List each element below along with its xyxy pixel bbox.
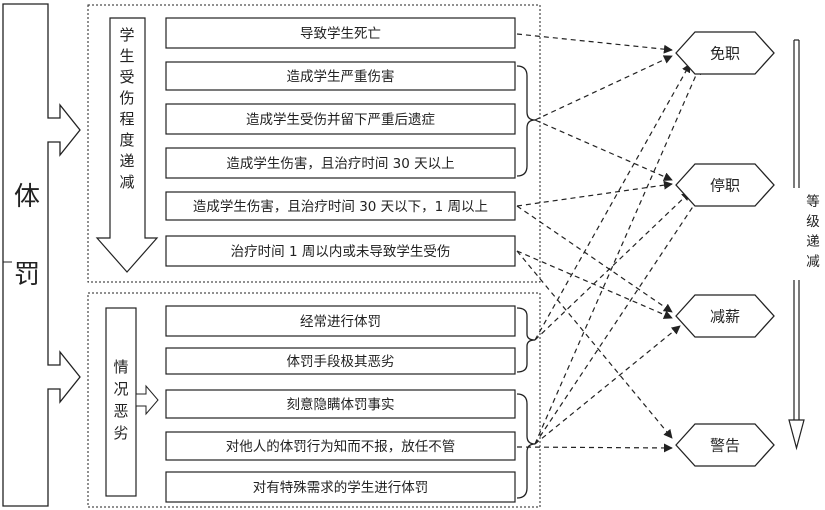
circumstance-box-text: 刻意隐瞒体罚事实 xyxy=(287,396,395,413)
injury-level-box: 造成学生伤害，且治疗时间 30 天以下，1 周以上 xyxy=(165,191,516,221)
vertical-label-char: 况 xyxy=(113,380,128,398)
connector-moderate-suspension xyxy=(516,180,673,207)
vertical-label-char: 递 xyxy=(806,234,820,250)
vertical-label-char: 学 xyxy=(119,26,134,44)
circumstance-box-text: 对有特殊需求的学生进行体罚 xyxy=(253,480,429,496)
main-category-char-1: 体 xyxy=(14,182,40,212)
connector-frequent-suspension xyxy=(534,191,691,341)
injury-level-box: 造成学生受伤并留下严重后遗症 xyxy=(165,103,516,135)
circumstance-box-text: 体罚手段极其恶劣 xyxy=(287,354,395,370)
main-category-arrow xyxy=(2,3,81,507)
penalty-dismissal: 免职 xyxy=(675,31,775,75)
vertical-label-char: 程 xyxy=(119,110,134,128)
penalty-label: 警告 xyxy=(710,437,740,455)
penalty-label: 停职 xyxy=(710,177,740,195)
connector-concealment-paycut xyxy=(534,325,681,445)
injury-level-box-text: 造成学生严重伤害 xyxy=(287,69,395,85)
brace-concealment-special xyxy=(516,393,536,499)
vertical-label-char: 级 xyxy=(806,214,820,230)
brace-serious-injuries xyxy=(516,65,536,177)
vertical-label-char: 情 xyxy=(113,358,128,376)
connector-lines xyxy=(516,33,701,453)
circumstance-box: 对有特殊需求的学生进行体罚 xyxy=(165,471,516,503)
vertical-label-char: 减 xyxy=(806,254,820,270)
vertical-label-char: 生 xyxy=(119,47,134,65)
connector-frequent-dismissal xyxy=(534,63,691,341)
injury-level-box-text: 造成学生受伤并留下严重后遗症 xyxy=(246,112,435,128)
circumstance-box-text: 经常进行体罚 xyxy=(300,314,381,330)
penalty-label: 减薪 xyxy=(710,308,740,326)
vertical-label-char: 等 xyxy=(806,193,820,210)
connector-serious-suspension xyxy=(534,119,673,181)
penalty-pay-cut: 减薪 xyxy=(675,294,775,338)
main-category-char-2: 罚 xyxy=(14,260,40,290)
injury-level-box-text: 治疗时间 1 周以内或未导致学生受伤 xyxy=(231,244,451,260)
grade-decrease-arrow xyxy=(788,39,805,451)
circumstance-section-frame xyxy=(87,292,541,508)
connector-serious-dismissal xyxy=(534,55,673,121)
circumstance-box: 体罚手段极其恶劣 xyxy=(165,347,516,375)
connector-moderate-paycut xyxy=(516,205,673,313)
vertical-label-char: 递 xyxy=(119,152,134,170)
penalty-suspension: 停职 xyxy=(675,163,775,207)
circumstance-arrow xyxy=(135,384,159,416)
vertical-label-char: 受 xyxy=(119,68,134,86)
circumstance-box: 对他人的体罚行为知而不报，放任不管 xyxy=(165,431,516,461)
brace-frequent-severe xyxy=(516,307,536,373)
connector-minor-warning xyxy=(516,250,673,439)
connector-death-dismissal xyxy=(516,33,673,54)
injury-section-frame xyxy=(87,4,541,283)
vertical-label-char: 劣 xyxy=(113,424,128,442)
circumstance-box: 经常进行体罚 xyxy=(165,305,516,337)
circumstance-box: 刻意隐瞒体罚事实 xyxy=(165,389,516,419)
connector-concealment-suspension xyxy=(534,195,701,445)
vertical-label-char: 度 xyxy=(119,131,134,149)
vertical-label-char: 恶 xyxy=(113,402,128,420)
vertical-label-char: 减 xyxy=(119,173,134,191)
injury-level-box-text: 造成学生伤害，且治疗时间 30 天以上 xyxy=(226,156,454,172)
connector-concealment-dismissal xyxy=(534,65,701,445)
penalty-warning: 警告 xyxy=(675,423,775,467)
penalty-label: 免职 xyxy=(710,45,740,63)
injury-level-box-text: 造成学生伤害，且治疗时间 30 天以下，1 周以上 xyxy=(193,199,488,215)
circumstance-box-text: 对他人的体罚行为知而不报，放任不管 xyxy=(226,438,456,455)
connector-minor-paycut xyxy=(516,250,673,319)
injury-level-box: 治疗时间 1 周以内或未导致学生受伤 xyxy=(165,235,516,267)
injury-level-box: 造成学生严重伤害 xyxy=(165,61,516,91)
injury-level-box-text: 导致学生死亡 xyxy=(300,26,381,42)
injury-level-box: 造成学生伤害，且治疗时间 30 天以上 xyxy=(165,147,516,179)
injury-level-box: 导致学生死亡 xyxy=(165,17,516,49)
connector-negligence-warning xyxy=(516,443,673,453)
injury-degree-arrow xyxy=(95,17,159,273)
vertical-label-char: 伤 xyxy=(119,89,134,107)
